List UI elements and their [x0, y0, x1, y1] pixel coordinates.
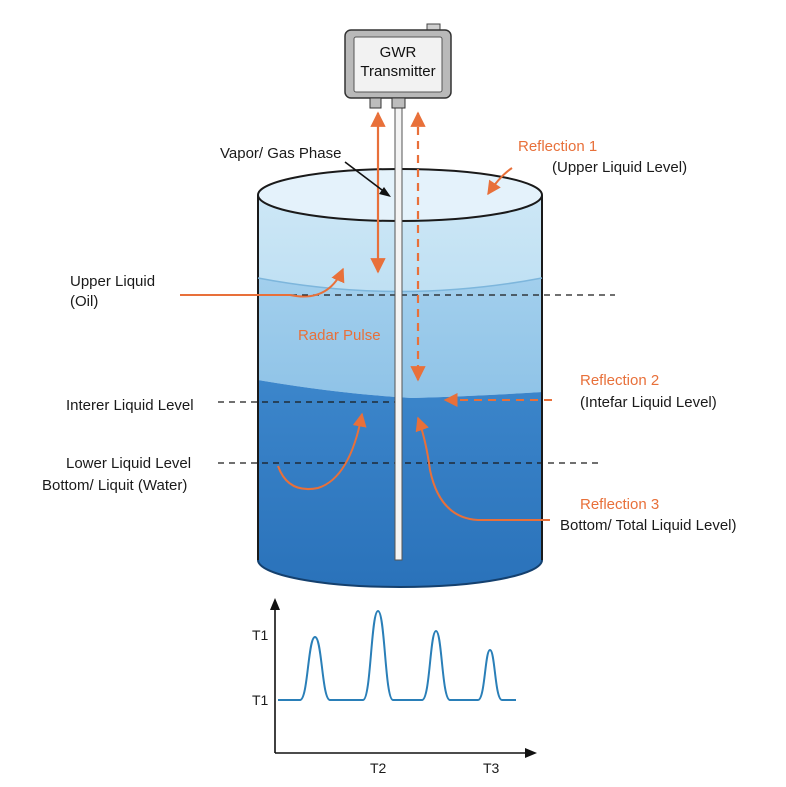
reflection-1-arrow	[487, 167, 513, 196]
waveform-x-axis-head	[525, 748, 537, 758]
transmitter-display	[353, 36, 443, 93]
waveform-y-axis-head	[270, 598, 280, 610]
upper-liquid-label-line1: Upper Liquid	[70, 273, 155, 290]
x-tick-t3: T3	[483, 760, 500, 776]
transmitter-connector-left	[369, 97, 382, 109]
transmitter-label-line2: Transmitter	[360, 63, 435, 80]
transmitter-label-line1: GWR	[380, 44, 417, 61]
reflection-2-title: Reflection 2	[580, 372, 659, 389]
waveform-plot: T1 T1 T2 T3	[252, 598, 537, 776]
reflection-1-title: Reflection 1	[518, 138, 597, 155]
reflection-3-arrow	[415, 416, 550, 521]
radar-pulse-label: Radar Pulse	[298, 327, 381, 344]
y-tick-upper: T1	[252, 627, 269, 643]
reflection-3-desc: Bottom/ Total Liquid Level)	[560, 517, 737, 534]
tank-bottom-rim	[257, 559, 543, 588]
gwr-transmitter: GWR Transmitter	[344, 23, 452, 109]
upper-liquid-label-line2: (Oil)	[70, 293, 98, 310]
transmitter-connector-right	[391, 97, 406, 109]
reflection-3-title: Reflection 3	[580, 496, 659, 513]
interface-level-label: Interer Liquid Level	[66, 397, 194, 414]
probe-rod	[394, 107, 403, 561]
lower-level-label-line2: Bottom/ Liquit (Water)	[42, 477, 187, 494]
lower-liquid-arrow	[277, 412, 367, 490]
vapor-pointer-head	[379, 187, 391, 197]
vapor-pointer-line	[344, 161, 387, 194]
lower-level-label-line1: Lower Liquid Level	[66, 455, 191, 472]
reflection-1-desc: (Upper Liquid Level)	[552, 159, 687, 176]
upper-liquid-arrow	[180, 267, 345, 298]
vapor-phase-label: Vapor/ Gas Phase	[220, 145, 341, 162]
x-tick-t2: T2	[370, 760, 387, 776]
y-tick-lower: T1	[252, 692, 269, 708]
reflection-2-desc: (Intefar Liquid Level)	[580, 394, 717, 411]
waveform-signal	[278, 609, 516, 701]
